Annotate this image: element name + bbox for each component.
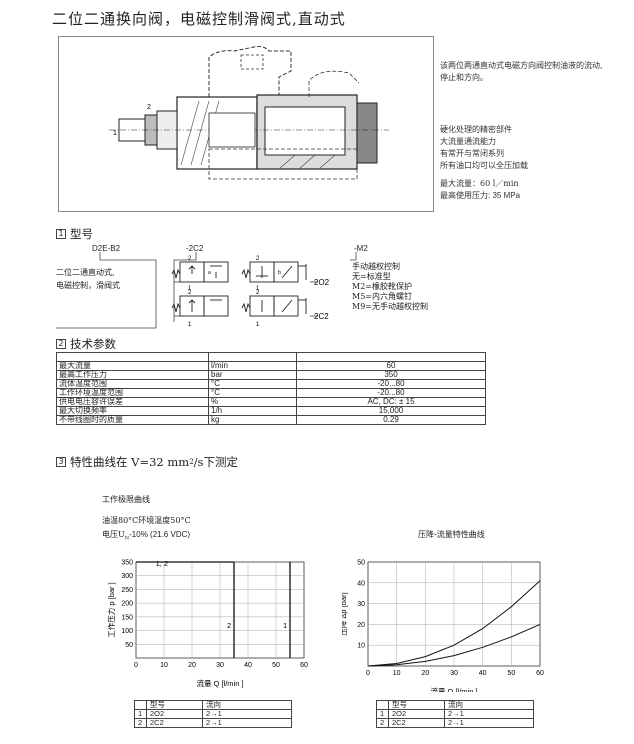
series-label-1: 1 — [283, 621, 287, 630]
left-chart-note-1: 油温80°C环境温度50°C — [102, 516, 191, 525]
valve-cross-section-drawing: 1 2 — [109, 46, 389, 180]
model-code-option: -M2 — [354, 244, 368, 253]
series-label-2: 2 — [227, 621, 231, 630]
table-row — [56, 352, 486, 362]
x-tick-label: 0 — [134, 662, 138, 669]
model-code-spool: -2C2 — [186, 244, 204, 253]
pressure-drop-chart: 0 10 20 30 40 50 60 10 20 30 40 50 流量 Q [l/min ] 压降 Δ… — [342, 560, 544, 693]
y-tick-label: 10 — [357, 643, 365, 650]
page-title: 二位二通换向阀，电磁控制滑阀式,直动式 — [52, 10, 346, 28]
max-flow-text: 最大流量：60 l／min — [440, 179, 519, 188]
model-code-tree: 2 1 2 1 2 1 2 1 a b 2O2 2C2 — [56, 252, 357, 329]
working-limit-chart: 0 10 20 30 40 50 60 50 100 150 200 250 300 350 流量 Q [l… — [106, 559, 308, 688]
feature-item: 大流量通流能力 — [440, 137, 496, 146]
section-number-box: 1 — [56, 229, 66, 239]
model-option-list: 手动越权控制 无=标准型 M2=橡胶靴保护 M5=内六角螺钉 M9=无手动越权控… — [352, 262, 428, 311]
svg-text:1: 1 — [256, 286, 260, 292]
svg-text:a: a — [208, 270, 211, 276]
y-axis-label: 压降 Δp [bar] — [342, 592, 348, 635]
svg-text:1: 1 — [256, 322, 260, 328]
x-tick-label: 10 — [393, 670, 401, 677]
svg-text:2: 2 — [188, 256, 192, 262]
series-line-1 — [367, 580, 541, 667]
drawing-port-1-label: 1 — [113, 130, 117, 137]
spool-option-2O2: 2O2 — [314, 278, 330, 287]
feature-item: 所有油口均可以全压加载 — [440, 161, 528, 170]
left-chart-note-2: 电压UN-10% (21.6 VDC) — [102, 530, 191, 542]
x-tick-label: 40 — [244, 662, 252, 669]
max-pressure-text: 最高使用压力: 35 MPa — [440, 191, 521, 200]
y-tick-label: 350 — [121, 560, 133, 567]
y-tick-label: 150 — [121, 614, 133, 621]
description-intro: 该两位两通直动式电磁方向阀控制油液的流动, 停止和方向。 — [440, 61, 603, 82]
y-tick-label: 50 — [125, 642, 133, 649]
x-tick-label: 0 — [366, 670, 370, 677]
y-tick-label: 250 — [121, 587, 133, 594]
y-tick-label: 50 — [357, 560, 365, 567]
y-tick-label: 100 — [121, 628, 133, 635]
y-tick-label: 20 — [357, 622, 365, 629]
y-tick-label: 40 — [357, 580, 365, 587]
series-label-1-2: 1, 2 — [156, 559, 169, 568]
x-tick-label: 40 — [479, 670, 487, 677]
x-tick-label: 60 — [536, 670, 544, 677]
y-axis-label: 工作压力 p [bar ] — [106, 582, 116, 637]
x-tick-label: 30 — [216, 662, 224, 669]
svg-text:2: 2 — [256, 256, 260, 262]
spool-option-2C2: 2C2 — [314, 312, 329, 321]
table-row: 供电电压容许误差%AC, DC: ± 15 — [56, 397, 486, 407]
y-tick-label: 200 — [121, 601, 133, 608]
x-tick-label: 20 — [188, 662, 196, 669]
svg-text:1: 1 — [188, 322, 192, 328]
right-chart-note-title: 压降-流量特性曲线 — [418, 530, 485, 539]
section-model-heading: 1 型号 — [56, 226, 93, 242]
model-code-base: D2E-B2 — [92, 244, 121, 253]
model-base-description: 二位二通直动式, 电磁控制，滑阀式 — [56, 268, 120, 290]
feature-item: 有常开与常闭系列 — [440, 149, 504, 158]
left-chart-note-title: 工作极限曲线 — [102, 495, 150, 504]
svg-text:2: 2 — [188, 290, 192, 296]
valve-drawing-frame: 1 2 — [58, 36, 434, 212]
section-number-box: 3 — [56, 457, 66, 467]
x-tick-label: 10 — [160, 662, 168, 669]
x-axis-label: 流量 Q [l/min ] — [196, 678, 243, 688]
x-tick-label: 50 — [272, 662, 280, 669]
svg-text:1: 1 — [188, 286, 192, 292]
y-tick-label: 300 — [121, 573, 133, 580]
x-tick-label: 60 — [300, 662, 308, 669]
section-tech-heading: 2 技术参数 — [56, 336, 116, 352]
y-tick-label: 30 — [357, 601, 365, 608]
x-axis-label: 流量 Q [l/min ] — [430, 686, 477, 692]
x-tick-label: 30 — [450, 670, 458, 677]
feature-item: 硬化处理的精密部件 — [440, 125, 512, 134]
svg-text:b: b — [278, 270, 281, 276]
description-features: 硬化处理的精密部件 大流量通流能力 有常开与常闭系列 所有油口均可以全压加载 最… — [440, 124, 630, 202]
section-number-box: 2 — [56, 339, 66, 349]
drawing-port-2-label: 2 — [147, 104, 151, 111]
x-tick-label: 50 — [507, 670, 515, 677]
x-tick-label: 20 — [421, 670, 429, 677]
series-line-2 — [367, 623, 541, 667]
svg-text:2: 2 — [256, 290, 260, 296]
